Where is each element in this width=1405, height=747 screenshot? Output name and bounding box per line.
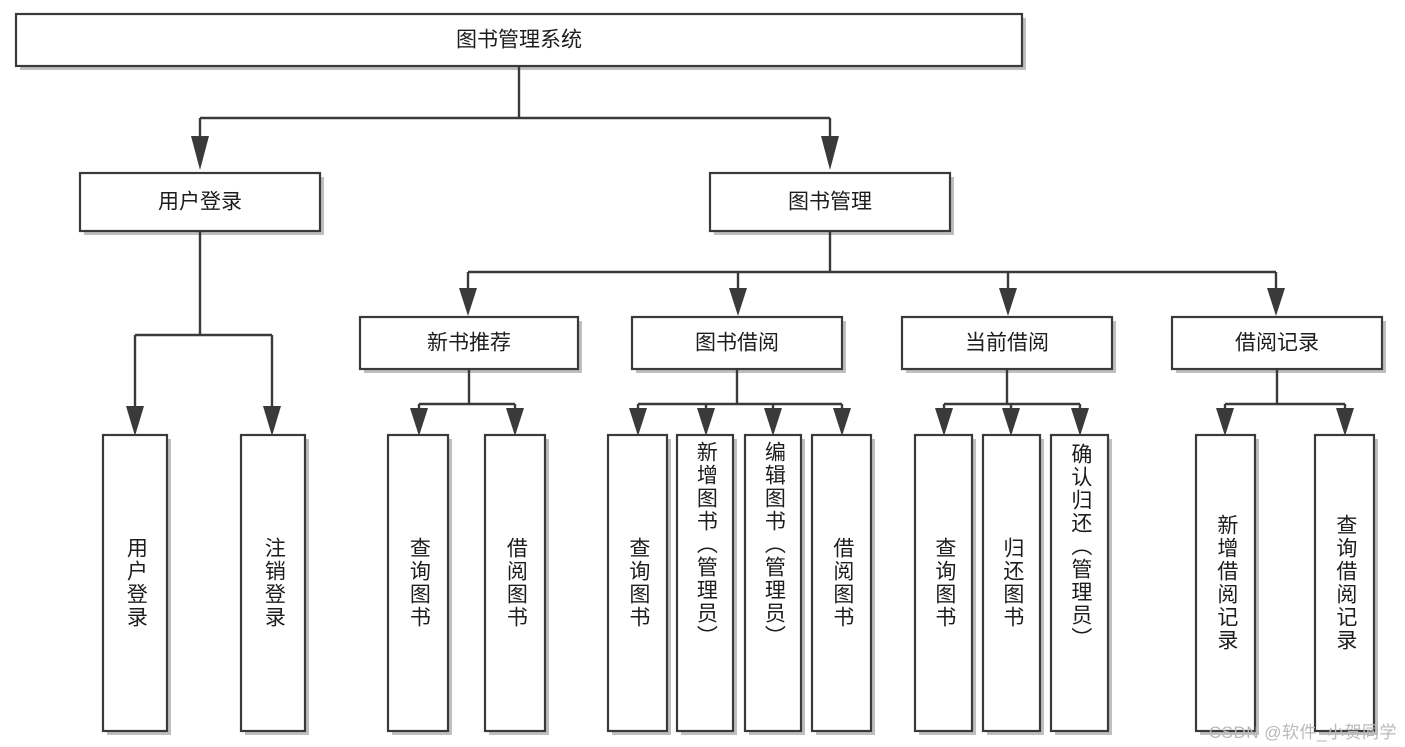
arrowhead-level3-2 bbox=[999, 288, 1017, 316]
arrowhead-leaf-newbook-0 bbox=[410, 408, 428, 436]
current-borrow-box[interactable] bbox=[900, 315, 1114, 371]
arrowhead-leaf-user-login-0 bbox=[126, 406, 144, 436]
arrowhead-leaf-currentborrow-2 bbox=[1071, 408, 1089, 436]
arrowhead-leaf-borrowrecord-1 bbox=[1336, 408, 1354, 436]
arrowhead-leaf-currentborrow-0 bbox=[935, 408, 953, 436]
leaf-box-borrow-record-1[interactable] bbox=[1313, 433, 1378, 735]
leaf-box-book-borrow-1[interactable] bbox=[675, 433, 737, 735]
node-current-borrow[interactable]: 当前借阅 bbox=[900, 315, 1116, 373]
csdn-watermark: CSDN @软件_小贺同学 bbox=[1208, 723, 1397, 742]
book-management-label: 图书管理 bbox=[788, 191, 872, 214]
arrowhead-bookmgmt bbox=[821, 136, 839, 170]
leaf-box-current-borrow-1[interactable] bbox=[981, 433, 1044, 735]
node-book-borrow[interactable]: 图书借阅 bbox=[630, 315, 846, 373]
leaf-box-current-borrow-2[interactable] bbox=[1049, 433, 1112, 735]
arrowhead-level3-1 bbox=[729, 288, 747, 316]
leaf-box-user-login-0[interactable] bbox=[101, 433, 171, 735]
arrowhead-leaf-bookborrow-0 bbox=[629, 408, 647, 436]
node-borrow-record[interactable]: 借阅记录 bbox=[1170, 315, 1386, 373]
arrowhead-leaf-bookborrow-2 bbox=[764, 408, 782, 436]
arrowhead-level3-0 bbox=[459, 288, 477, 316]
node-new-book-recommend[interactable]: 新书推荐 bbox=[358, 315, 582, 373]
user-login-box[interactable] bbox=[78, 171, 322, 233]
leaf-box-current-borrow-0[interactable] bbox=[913, 433, 976, 735]
leaf-box-new-book-recommend-1[interactable] bbox=[483, 433, 549, 735]
user-login-label: 用户登录 bbox=[158, 191, 242, 214]
arrowhead-leaf-user-login-1 bbox=[263, 406, 281, 436]
arrowhead-leaf-newbook-1 bbox=[506, 408, 524, 436]
leaf-box-book-borrow-2[interactable] bbox=[743, 433, 805, 735]
arrowhead-leaf-bookborrow-3 bbox=[833, 408, 851, 436]
root-box[interactable] bbox=[14, 12, 1024, 68]
arrowhead-leaf-bookborrow-1 bbox=[697, 408, 715, 436]
leaf-box-borrow-record-0[interactable] bbox=[1194, 433, 1259, 735]
current-borrow-label: 当前借阅 bbox=[965, 332, 1049, 355]
leaf-box-book-borrow-0[interactable] bbox=[606, 433, 671, 735]
arrowhead-userlogin bbox=[191, 136, 209, 170]
leaf-box-book-borrow-3[interactable] bbox=[810, 433, 875, 735]
borrow-record-label: 借阅记录 bbox=[1235, 332, 1319, 355]
node-user-login[interactable]: 用户登录 bbox=[78, 171, 324, 235]
book-management-box[interactable] bbox=[708, 171, 952, 233]
node-book-management[interactable]: 图书管理 bbox=[708, 171, 954, 235]
leaf-box-new-book-recommend-0[interactable] bbox=[386, 433, 452, 735]
borrow-record-box[interactable] bbox=[1170, 315, 1384, 371]
new-book-recommend-label: 新书推荐 bbox=[427, 332, 511, 355]
book-borrow-label: 图书借阅 bbox=[695, 332, 779, 355]
arrowhead-level3-3 bbox=[1267, 288, 1285, 316]
arrowhead-leaf-currentborrow-1 bbox=[1002, 408, 1020, 436]
leaf-box-user-login-1[interactable] bbox=[239, 433, 309, 735]
arrowhead-leaf-borrowrecord-0 bbox=[1216, 408, 1234, 436]
new-book-recommend-box[interactable] bbox=[358, 315, 580, 371]
root-label: 图书管理系统 bbox=[456, 29, 582, 52]
node-root[interactable]: 图书管理系统 bbox=[14, 12, 1026, 70]
